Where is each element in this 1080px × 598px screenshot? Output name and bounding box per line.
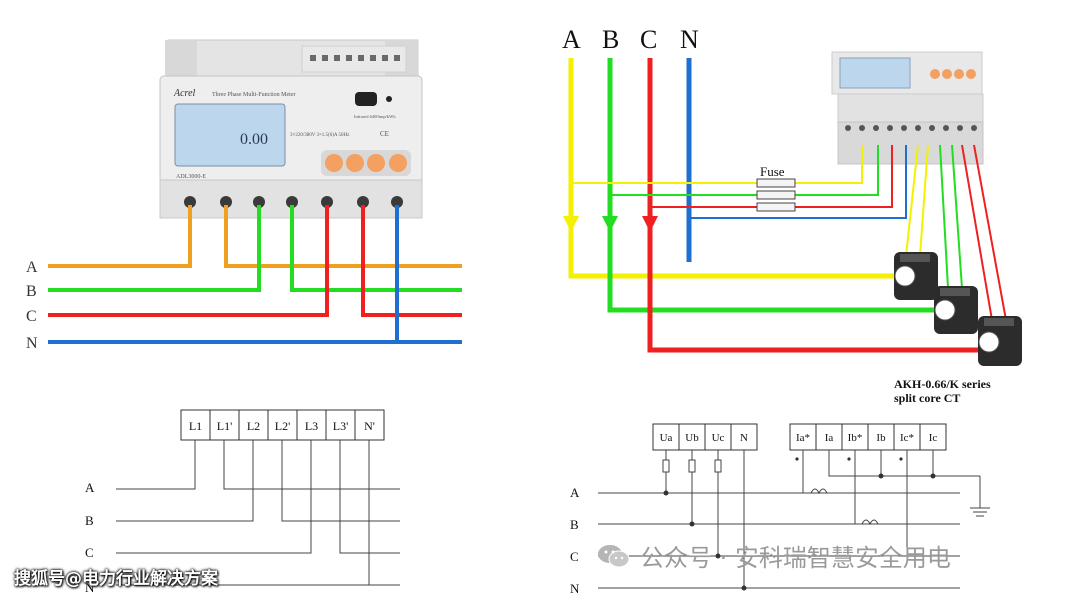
bottom-right-wiring xyxy=(598,450,990,589)
meter-model: ADL3000-E xyxy=(176,174,206,180)
meter-terminal-screws xyxy=(184,196,403,208)
wire-c-in xyxy=(48,205,329,317)
line-label-b: B xyxy=(26,283,37,300)
voltage-terminal-block xyxy=(652,423,758,451)
phase-label-c: C xyxy=(640,25,657,54)
ct-caption-2: split core CT xyxy=(894,391,960,405)
phase-label-n: N xyxy=(680,25,699,54)
terminal-ic: Ic xyxy=(929,432,938,444)
meter-class-mark: CE xyxy=(380,130,389,138)
ir-port xyxy=(355,92,377,106)
phase-label-b: B xyxy=(602,25,619,54)
schematic-line-c: C xyxy=(85,545,94,560)
terminal-l3: L3 xyxy=(305,419,318,433)
bottom-right-panel: Ua Ub Uc N Ia* Ia Ib* Ib Ic* Ic xyxy=(570,423,990,596)
terminal-ia-star: Ia* xyxy=(796,432,810,444)
meter-device: Acrel Three Phase Multi-Function Meter 0… xyxy=(159,39,423,219)
bus-a xyxy=(568,58,900,279)
schematic-line-n: N xyxy=(85,580,95,595)
ct-phase-b xyxy=(934,286,978,334)
meter-spec: 3×220/380V 3×1.5(6)A 50Hz xyxy=(290,133,350,138)
wechat-watermark: 公众号 · 安科瑞智慧安全用电 xyxy=(596,538,951,573)
led-indicator xyxy=(386,96,392,102)
meter-brand: Acrel xyxy=(173,88,196,99)
terminal-n-out: N' xyxy=(364,419,375,433)
terminal-ua: Ua xyxy=(660,432,673,444)
terminal-block xyxy=(180,409,385,441)
ct-sensors xyxy=(894,252,1022,366)
terminal-ib: Ib xyxy=(876,432,886,444)
ct-leads xyxy=(905,144,1007,321)
meter-device-small xyxy=(831,51,984,165)
terminal-ia: Ia xyxy=(825,432,834,444)
terminal-l1: L1 xyxy=(189,419,202,433)
wire-a-out xyxy=(224,205,462,268)
line-label-a: A xyxy=(26,259,38,276)
sohu-watermark: 搜狐号@电力行业解决方案 xyxy=(14,569,218,589)
schematic-line-a: A xyxy=(85,480,95,495)
top-left-panel: Acrel Three Phase Multi-Function Meter 0… xyxy=(26,39,462,352)
terminal-ic-star: Ic* xyxy=(900,432,914,444)
meter-subtitle: Three Phase Multi-Function Meter xyxy=(212,92,295,98)
bottom-left-panel: L1 L1' L2 L2' L3 L3' N' A B C N xyxy=(85,409,400,595)
ct-line-n: N xyxy=(570,581,580,596)
terminal-n: N xyxy=(740,432,748,444)
fuses xyxy=(756,178,796,212)
flow-arrows xyxy=(563,216,658,232)
meter-lcd xyxy=(174,103,286,167)
terminal-l2: L2 xyxy=(247,419,260,433)
ct-line-b: B xyxy=(570,517,579,532)
wechat-watermark-text: 公众号 · 安科瑞智慧安全用电 xyxy=(640,544,951,572)
line-label-c: C xyxy=(26,308,37,325)
meter-keys xyxy=(321,150,411,176)
line-label-n: N xyxy=(26,335,38,352)
fuse-label: Fuse xyxy=(760,164,785,179)
wechat-icon xyxy=(598,544,630,567)
terminal-l3-out: L3' xyxy=(333,419,349,433)
schematic-line-b: B xyxy=(85,513,94,528)
ct-phase-c xyxy=(978,316,1022,366)
terminal-l1-out: L1' xyxy=(217,419,233,433)
ct-caption-1: AKH-0.66/K series xyxy=(894,377,991,391)
terminal-ub: Ub xyxy=(685,432,699,444)
wire-a-in xyxy=(48,205,192,268)
phase-label-a: A xyxy=(562,25,581,54)
wire-b-in xyxy=(48,205,261,292)
terminal-l2-out: L2' xyxy=(275,419,291,433)
bus-lines xyxy=(568,58,985,353)
top-left-wiring xyxy=(48,205,462,344)
ct-line-a: A xyxy=(570,485,580,500)
ct-line-c: C xyxy=(570,549,579,564)
bus-c xyxy=(647,58,985,353)
meter-display-value: 0.00 xyxy=(240,131,268,148)
voltage-taps xyxy=(571,145,907,219)
top-right-panel: A B C N xyxy=(562,25,1022,405)
bus-b xyxy=(607,58,940,313)
ct-phase-a xyxy=(894,252,938,300)
current-terminal-block xyxy=(789,423,947,451)
terminal-uc: Uc xyxy=(712,432,725,444)
terminal-ib-star: Ib* xyxy=(848,432,863,444)
meter-ir-label: Infrared 6400imp/kWh xyxy=(354,114,396,119)
wire-b-out xyxy=(290,205,462,292)
bottom-left-wiring xyxy=(116,440,400,586)
wire-c-out xyxy=(361,205,462,317)
